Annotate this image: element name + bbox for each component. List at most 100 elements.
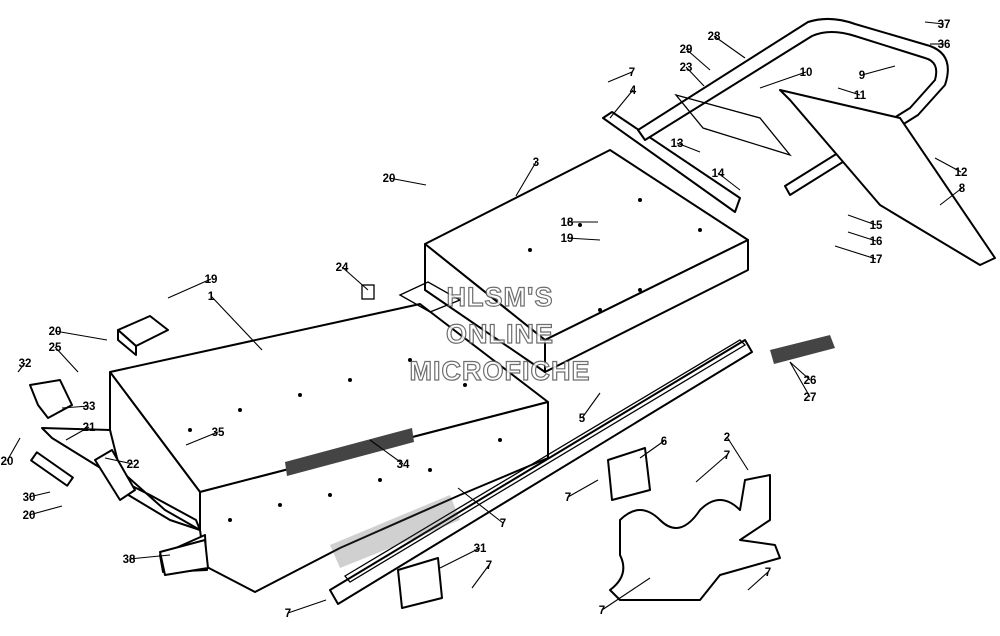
callout-label-c24: 24 <box>336 262 349 274</box>
watermark: HLSM'S ONLINE MICROFICHE <box>409 281 591 386</box>
callout-leader-c7e <box>471 564 490 589</box>
callout-leader-c25 <box>54 346 79 373</box>
callout-leader-c12 <box>934 157 962 173</box>
callout-label-c20c: 20 <box>1 456 14 468</box>
sticker-24 <box>361 284 375 300</box>
callout-leader-c30 <box>28 491 51 498</box>
grab-bar <box>637 18 949 196</box>
callout-leader-c7h <box>601 577 651 611</box>
watermark-line-2: ONLINE <box>446 319 554 349</box>
callout-leader-c31 <box>439 547 481 569</box>
callout-label-c7e: 7 <box>486 560 492 572</box>
callout-leader-c8 <box>939 187 963 206</box>
callout-label-c5: 5 <box>579 413 586 425</box>
callout-label-c18: 18 <box>561 217 574 229</box>
callout-label-c10: 10 <box>800 67 813 79</box>
reflector-26 <box>770 335 835 364</box>
callout-leader-c7c <box>567 479 599 498</box>
plate-31 <box>397 557 443 609</box>
mud-flap <box>779 89 996 266</box>
callout-leader-c5 <box>581 392 601 419</box>
callout-label-c7b: 7 <box>724 450 730 462</box>
callout-label-c19b: 19 <box>205 274 218 286</box>
callout-label-c35: 35 <box>212 427 225 439</box>
callout-leader-c6 <box>639 440 665 459</box>
callout-leader-c37 <box>924 21 945 25</box>
callout-label-c36: 36 <box>938 39 951 51</box>
callout-label-c28: 28 <box>708 31 721 43</box>
reflector-plate <box>674 93 792 157</box>
callout-leader-c13 <box>676 142 701 153</box>
callout-label-c12: 12 <box>955 167 968 179</box>
rivet-holes <box>188 198 702 522</box>
callout-label-c7h: 7 <box>599 605 605 617</box>
callout-label-c7f: 7 <box>765 567 771 579</box>
callout-leader-c26 <box>789 361 811 381</box>
callout-leader-c29 <box>685 48 711 71</box>
callout-leader-c38 <box>128 554 171 560</box>
callout-leader-c7d <box>457 487 504 524</box>
callout-label-c8: 8 <box>959 183 966 195</box>
callout-leader-c7a <box>607 71 633 83</box>
callout-label-c7c: 7 <box>565 492 571 504</box>
callout-leader-c19a <box>566 237 601 241</box>
callout-label-c38: 38 <box>123 554 136 566</box>
callout-label-c30: 30 <box>23 492 36 504</box>
callout-leader-c22 <box>104 457 134 465</box>
callout-leader-c20a <box>388 177 427 186</box>
callout-label-c33: 33 <box>83 401 96 413</box>
callout-label-c31: 31 <box>474 543 487 555</box>
callout-label-c20d: 20 <box>23 510 36 522</box>
callout-label-c29: 29 <box>680 44 693 56</box>
running-board-lip <box>344 339 747 583</box>
callout-leader-c11 <box>837 87 861 96</box>
callout-leader-c10 <box>759 71 807 89</box>
callout-label-c3: 3 <box>533 157 539 169</box>
running-board-rail <box>329 339 753 605</box>
callout-label-c16: 16 <box>870 236 883 248</box>
callout-label-c4: 4 <box>630 85 637 97</box>
callout-leader-c16 <box>847 231 877 242</box>
callout-label-c20b: 20 <box>49 326 62 338</box>
callout-leader-c20b <box>54 330 108 341</box>
callout-label-c21: 21 <box>83 422 96 434</box>
callout-leader-c4 <box>609 89 634 119</box>
callout-leader-c7g <box>287 599 327 614</box>
callout-leader-c19b <box>167 278 212 299</box>
callout-leader-c1 <box>210 295 263 351</box>
plate-6 <box>607 447 651 501</box>
callout-label-c19a: 19 <box>561 233 574 245</box>
callout-leader-c9 <box>861 65 896 76</box>
control-box-19 <box>117 315 169 356</box>
callout-label-c14: 14 <box>712 168 725 180</box>
callout-label-c37: 37 <box>938 19 951 31</box>
mesh-decal-34 <box>285 428 414 476</box>
callout-label-c11: 11 <box>854 90 867 102</box>
callout-label-c9: 9 <box>859 70 865 82</box>
callout-label-c20a: 20 <box>383 173 396 185</box>
callout-label-c17: 17 <box>870 254 883 266</box>
callout-leader-c7f <box>747 571 769 591</box>
mounting-bar <box>602 111 741 213</box>
callout-leader-c33 <box>61 405 90 409</box>
callout-label-c25: 25 <box>49 342 62 354</box>
callout-label-c13: 13 <box>671 138 684 150</box>
callout-label-c26: 26 <box>804 375 817 387</box>
rear-tunnel-top <box>398 149 749 373</box>
callout-leader-c28 <box>713 35 746 59</box>
callout-label-c27: 27 <box>804 392 817 404</box>
callout-leader-c14 <box>717 172 741 191</box>
callout-label-c32: 32 <box>19 358 32 370</box>
watermark-line-3: MICROFICHE <box>410 356 591 386</box>
callout-label-c34: 34 <box>397 459 410 471</box>
callout-label-c1: 1 <box>208 291 215 303</box>
tube-30 <box>30 451 74 487</box>
callout-leader-c15 <box>847 214 877 226</box>
watermark-line-1: HLSM'S <box>447 282 554 312</box>
callout-leader-c35 <box>185 431 219 446</box>
traction-perforations <box>330 495 460 568</box>
callout-label-c7g: 7 <box>285 608 291 620</box>
callout-label-c22: 22 <box>127 459 140 471</box>
